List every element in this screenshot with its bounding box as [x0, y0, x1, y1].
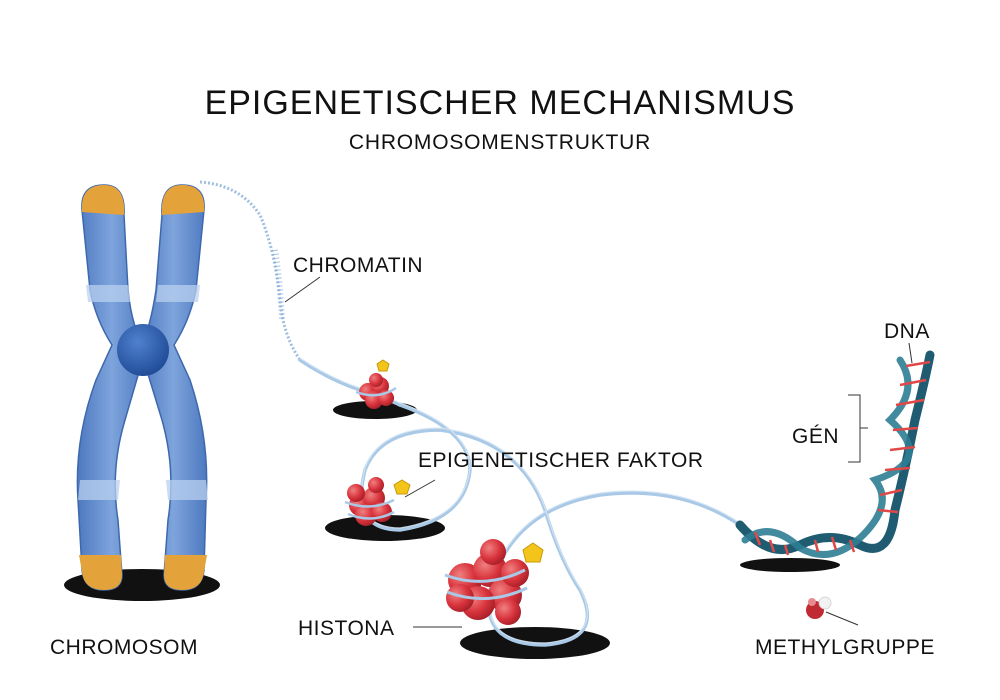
- histone-cluster-3: [444, 539, 529, 625]
- label-histone: HISTONA: [298, 617, 395, 640]
- epigenetic-factor-small: [376, 359, 390, 372]
- methyl-group-molecule: [806, 596, 832, 619]
- histone-cluster-1: [355, 373, 397, 409]
- centromere: [117, 324, 169, 376]
- dna-helix: [735, 350, 935, 558]
- diagram-title: EPIGENETISCHER MECHANISMUS: [204, 84, 796, 122]
- histone-shadow-1: [333, 401, 417, 419]
- leader-lines: [284, 276, 913, 628]
- label-chromosome: CHROMOSOM: [50, 636, 198, 659]
- label-chromatin: CHROMATIN: [293, 254, 424, 277]
- epigenetic-factor-medium: [393, 479, 411, 495]
- dna-shadow: [740, 558, 840, 572]
- label-methyl-group: METHYLGRUPPE: [755, 636, 935, 659]
- diagram-subtitle: CHROMOSOMENSTRUKTUR: [348, 131, 652, 154]
- label-dna: DNA: [884, 320, 930, 343]
- histone-cluster-2: [344, 477, 395, 526]
- epigenetic-factor-large: [522, 542, 544, 563]
- label-epigenetic-factor: EPIGENETISCHER FAKTOR: [418, 449, 704, 472]
- chromosome: [76, 184, 208, 591]
- label-gen: GÉN: [792, 425, 840, 448]
- chromatin-coil: [199, 180, 302, 361]
